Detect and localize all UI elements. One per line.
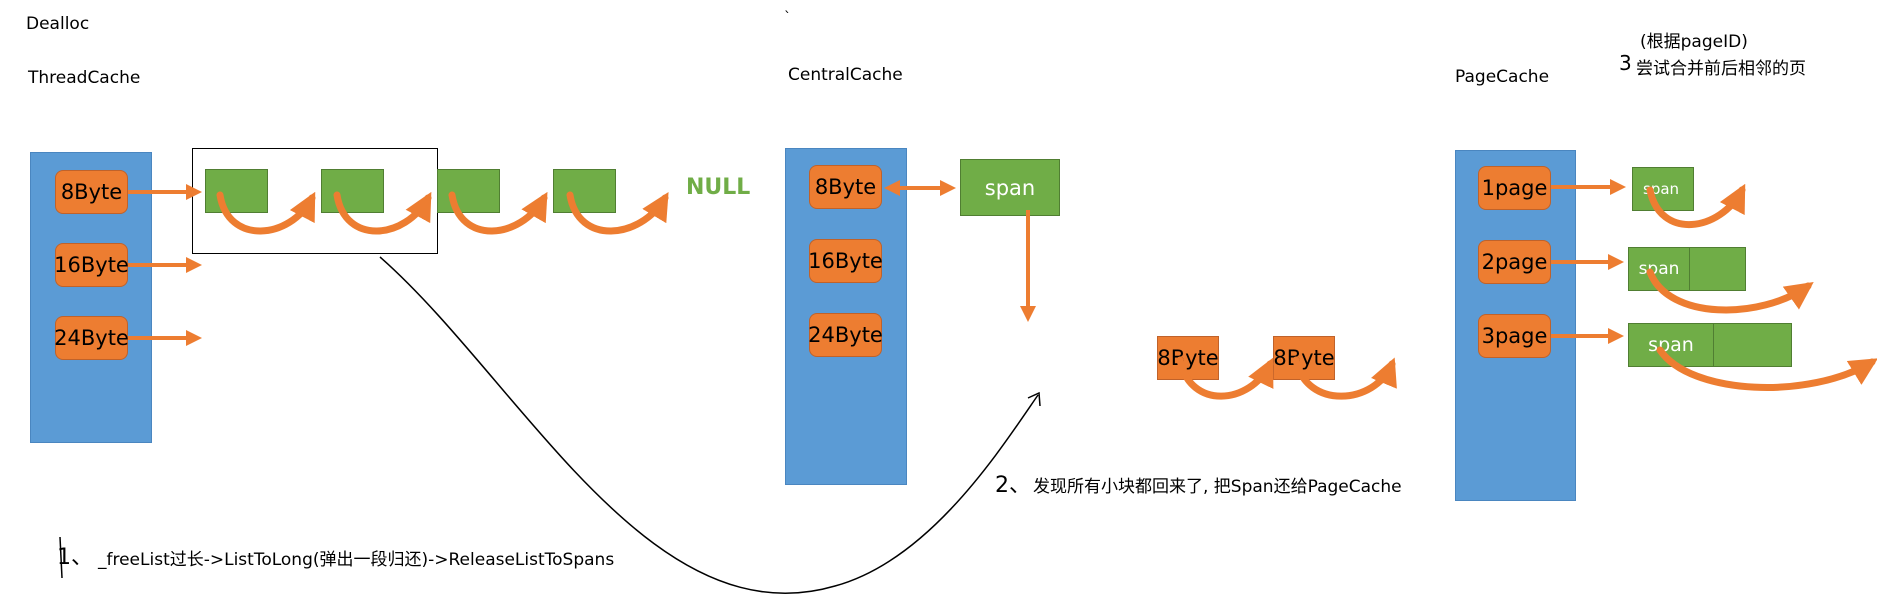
return-curve-arrowhead bbox=[1027, 391, 1041, 407]
centralcache-bucket-8byte: 8Byte bbox=[809, 165, 882, 209]
diagram-title: Dealloc bbox=[26, 14, 90, 34]
threadcache-title: ThreadCache bbox=[28, 68, 141, 88]
freehand-mark bbox=[59, 536, 63, 579]
centralcache-bucket-24byte: 24Byte bbox=[808, 313, 883, 357]
pagecache-span-1page: span bbox=[1632, 167, 1694, 211]
step2-mark: 2、 bbox=[995, 473, 1031, 498]
threadcache-bucket-16byte: 16Byte bbox=[54, 243, 129, 287]
central-span-block: span bbox=[960, 159, 1060, 216]
centralcache-bucket-16byte: 16Byte bbox=[808, 239, 883, 283]
step1-note: _freeList过长->ListToLong(弹出一段归还)->Release… bbox=[98, 550, 615, 570]
pagecache-bucket-3page: 3page bbox=[1478, 314, 1551, 358]
pagecache-span-page bbox=[1713, 323, 1792, 367]
threadcache-bucket-8byte: 8Byte bbox=[55, 170, 128, 214]
tick-mark: ` bbox=[784, 10, 791, 26]
freelist-curved-arrows bbox=[216, 191, 669, 235]
freelist-block bbox=[437, 169, 500, 213]
pagecache-bucket-1page: 1page bbox=[1478, 166, 1551, 210]
pagecache-curved-arrows bbox=[1646, 183, 1877, 391]
return-curve bbox=[379, 256, 1039, 594]
step3-note-line1: (根据pageID) bbox=[1640, 32, 1748, 52]
freelist-block bbox=[321, 169, 384, 213]
threadcache-bucket-24byte: 24Byte bbox=[54, 316, 129, 360]
pagecache-title: PageCache bbox=[1455, 67, 1550, 87]
freelist-block bbox=[553, 169, 616, 213]
step2-note: 发现所有小块都回来了, 把Span还给PageCache bbox=[1033, 477, 1402, 497]
pagecache-bucket-2page: 2page bbox=[1478, 240, 1551, 284]
step3-mark: 3 bbox=[1619, 51, 1632, 75]
freelist-block bbox=[205, 169, 268, 213]
freed-block: 8Byte bbox=[1157, 336, 1219, 380]
centralcache-title: CentralCache bbox=[788, 65, 903, 85]
pagecache-span-page bbox=[1689, 247, 1746, 291]
freed-curved-arrows bbox=[1176, 356, 1397, 400]
step3-note-line2: 尝试合并前后相邻的页 bbox=[1636, 59, 1806, 79]
null-label: NULL bbox=[686, 175, 751, 200]
step1-mark: 1、 bbox=[57, 545, 93, 570]
